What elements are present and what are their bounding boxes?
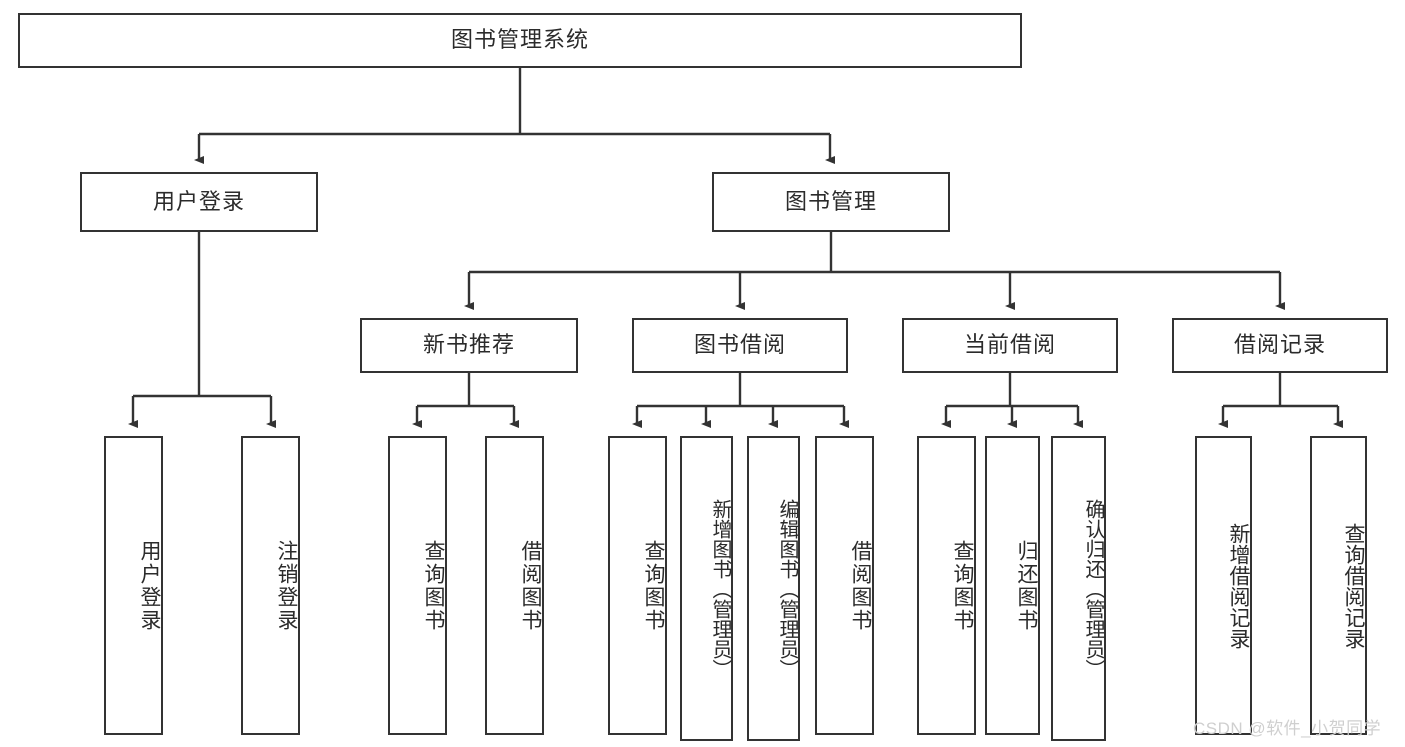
leaf-borrow-book-recommend-label: 借阅图书 [519, 539, 542, 632]
node-new-book-recommend-label: 新书推荐 [422, 332, 515, 358]
leaf-query-borrow-record-label: 查询借阅记录 [1342, 522, 1365, 649]
node-user-login-label: 用户登录 [152, 188, 245, 214]
leaf-add-book-admin-label: 新增图书（管理员） [709, 498, 731, 679]
leaf-return-book[interactable]: 归还图书 [985, 436, 1040, 735]
leaf-borrow-book[interactable]: 借阅图书 [815, 436, 874, 735]
leaf-edit-book-admin-label: 编辑图书（管理员） [776, 498, 798, 679]
node-book-management-label: 图书管理 [784, 188, 877, 214]
node-current-borrow-label: 当前借阅 [963, 332, 1056, 358]
node-book-borrow[interactable]: 图书借阅 [632, 318, 848, 373]
leaf-query-book-current[interactable]: 查询图书 [917, 436, 976, 735]
node-borrow-records[interactable]: 借阅记录 [1172, 318, 1388, 373]
leaf-query-book-recommend-label: 查询图书 [422, 539, 445, 632]
leaf-logout[interactable]: 注销登录 [241, 436, 300, 735]
csdn-watermark: CSDN @软件_小贺同学 [1193, 719, 1382, 738]
node-book-management[interactable]: 图书管理 [712, 172, 950, 232]
leaf-add-borrow-record-label: 新增借阅记录 [1227, 522, 1250, 649]
node-root[interactable]: 图书管理系统 [18, 13, 1022, 68]
leaf-query-book-current-label: 查询图书 [951, 539, 974, 632]
leaf-borrow-book-label: 借阅图书 [849, 539, 872, 632]
node-root-label: 图书管理系统 [450, 27, 589, 53]
leaf-confirm-return-admin[interactable]: 确认归还（管理员） [1051, 436, 1106, 741]
leaf-return-book-label: 归还图书 [1015, 539, 1038, 632]
leaf-add-book-admin[interactable]: 新增图书（管理员） [680, 436, 733, 741]
leaf-query-book-borrow[interactable]: 查询图书 [608, 436, 667, 735]
node-new-book-recommend[interactable]: 新书推荐 [360, 318, 578, 373]
leaf-edit-book-admin[interactable]: 编辑图书（管理员） [747, 436, 800, 741]
leaf-confirm-return-admin-label: 确认归还（管理员） [1082, 498, 1104, 679]
leaf-logout-label: 注销登录 [275, 539, 298, 632]
leaf-user-login-label: 用户登录 [138, 539, 161, 632]
node-book-borrow-label: 图书借阅 [693, 332, 786, 358]
node-borrow-records-label: 借阅记录 [1233, 332, 1326, 358]
leaf-query-borrow-record[interactable]: 查询借阅记录 [1310, 436, 1367, 735]
leaf-user-login[interactable]: 用户登录 [104, 436, 163, 735]
leaf-borrow-book-recommend[interactable]: 借阅图书 [485, 436, 544, 735]
node-current-borrow[interactable]: 当前借阅 [902, 318, 1118, 373]
leaf-query-book-recommend[interactable]: 查询图书 [388, 436, 447, 735]
leaf-add-borrow-record[interactable]: 新增借阅记录 [1195, 436, 1252, 735]
leaf-query-book-borrow-label: 查询图书 [642, 539, 665, 632]
node-user-login[interactable]: 用户登录 [80, 172, 318, 232]
